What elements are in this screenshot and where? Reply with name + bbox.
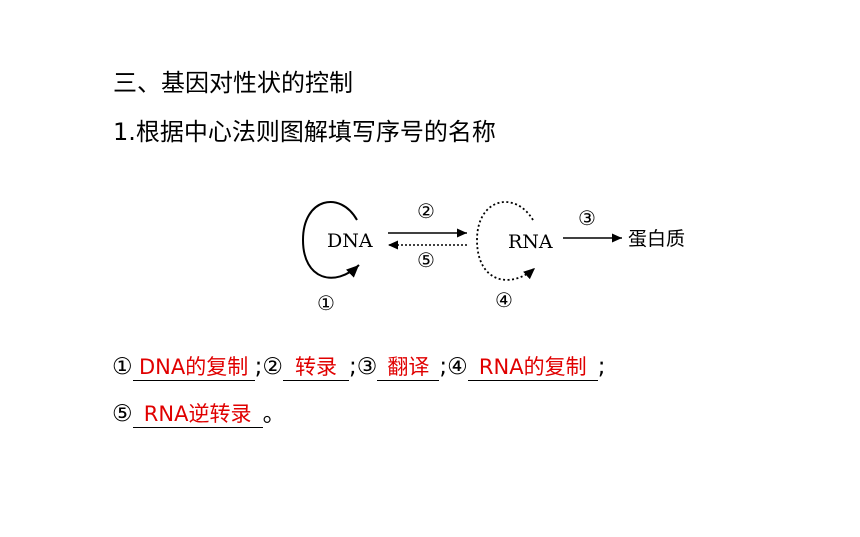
answer-separator: 。	[262, 401, 286, 427]
circled-number-2: ②	[417, 199, 435, 223]
central-dogma-diagram: DNA ① ② ⑤ RNA ④ ③ 蛋白质	[301, 199, 685, 315]
circled-number-3: ③	[578, 206, 596, 230]
section-heading: 三、基因对性状的控制	[113, 69, 353, 97]
answer-separator: ;	[439, 354, 448, 380]
rna-replication-loop	[476, 201, 536, 281]
question-prompt: 1.根据中心法则图解填写序号的名称	[113, 118, 496, 146]
protein-label: 蛋白质	[628, 228, 685, 250]
dna-label: DNA	[327, 230, 373, 252]
answer-marker: ①	[112, 354, 133, 380]
answer-separator: ;	[597, 354, 606, 380]
dna-replication-loop	[301, 201, 360, 279]
answer-marker: ②	[262, 354, 283, 380]
answer-marker: ⑤	[112, 401, 133, 427]
answer-separator: ;	[254, 354, 263, 380]
circled-number-4: ④	[495, 288, 513, 312]
answer-marker: ④	[447, 354, 468, 380]
answer-blank: DNA的复制	[132, 354, 255, 381]
answer-blank: 转录	[283, 354, 349, 381]
rna-label: RNA	[508, 231, 553, 253]
answer-blank: RNA逆转录	[132, 401, 263, 428]
circled-number-5: ⑤	[417, 248, 435, 272]
answer-marker: ③	[356, 354, 378, 380]
answer-blank: 翻译	[377, 354, 440, 381]
circled-number-1: ①	[317, 291, 335, 315]
answer-separator: ;	[349, 354, 357, 380]
answer-blank: RNA的复制	[467, 354, 598, 381]
